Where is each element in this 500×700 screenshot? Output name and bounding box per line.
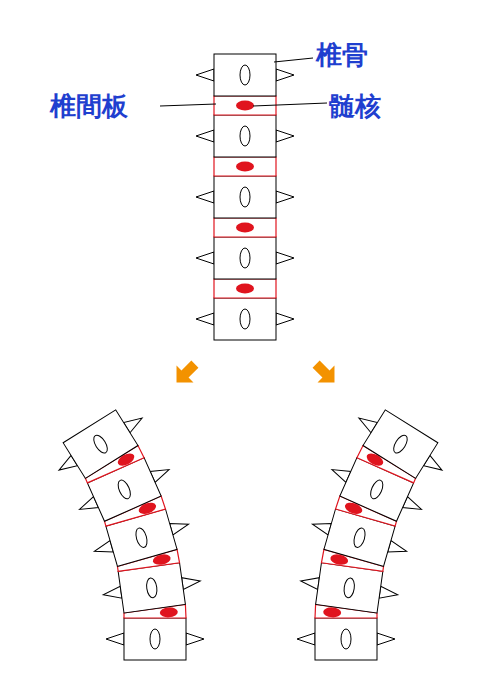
process-spike: [276, 130, 294, 142]
vertebral-foramen: [240, 309, 250, 329]
leader-line: [274, 58, 313, 62]
leader-line: [160, 104, 216, 106]
process-spike: [196, 191, 214, 203]
vertebral-foramen: [341, 629, 351, 649]
vertebral-foramen: [368, 478, 385, 500]
vertebral-foramen: [150, 629, 160, 649]
vertebra: [196, 176, 294, 218]
process-spike: [300, 575, 319, 589]
vertebra-body: [363, 410, 438, 478]
vertebral-foramen: [240, 248, 250, 268]
vertebra-body: [124, 618, 186, 660]
intervertebral-disc: [214, 157, 276, 176]
spine-column: [297, 400, 453, 660]
part-label: 椎間板: [50, 91, 128, 121]
nucleus-pulposus: [236, 162, 254, 172]
process-spike: [377, 633, 395, 645]
process-spike: [276, 191, 294, 203]
vertebra-body: [214, 176, 276, 218]
vertebra-body: [214, 298, 276, 340]
vertebral-foramen: [145, 577, 158, 598]
nucleus-pulposus: [323, 607, 342, 618]
intervertebral-disc: [214, 218, 276, 237]
vertebra: [100, 560, 203, 615]
process-spike: [106, 633, 124, 645]
vertebral-foramen: [240, 65, 250, 85]
spine-column: [48, 400, 204, 660]
nucleus-pulposus: [236, 223, 254, 233]
process-spike: [196, 313, 214, 325]
process-spike: [297, 633, 315, 645]
part-label: 髄核: [329, 91, 381, 121]
vertebra-body: [214, 237, 276, 279]
spine-columns: [48, 54, 453, 660]
vertebra: [348, 400, 453, 488]
nucleus-pulposus: [236, 101, 254, 111]
vertebral-foramen: [134, 527, 149, 549]
vertebra-body: [214, 115, 276, 157]
process-spike: [182, 575, 201, 589]
vertebra: [106, 618, 204, 660]
nucleus-pulposus: [159, 607, 178, 618]
process-spike: [276, 69, 294, 81]
vertebral-foramen: [91, 433, 110, 455]
vertebra: [196, 54, 294, 96]
process-spike: [276, 252, 294, 264]
nucleus-pulposus: [236, 284, 254, 294]
leader-line: [253, 103, 327, 106]
leader-lines: [160, 58, 327, 106]
vertebral-foramen: [352, 527, 367, 549]
process-spike: [196, 69, 214, 81]
process-spike: [186, 633, 204, 645]
vertebra: [298, 560, 401, 615]
process-spike: [196, 130, 214, 142]
bend-arrow: [308, 356, 343, 391]
spine-column: [196, 54, 294, 340]
vertebra-body: [63, 410, 138, 478]
process-spike: [196, 252, 214, 264]
vertebral-foramen: [116, 478, 133, 500]
vertebra: [196, 298, 294, 340]
process-spike: [276, 313, 294, 325]
vertebral-foramen: [391, 433, 410, 455]
vertebral-foramen: [240, 126, 250, 146]
vertebra: [196, 115, 294, 157]
part-label: 椎骨: [316, 40, 368, 70]
process-spike: [102, 586, 121, 600]
vertebral-foramen: [240, 187, 250, 207]
process-spike: [379, 586, 398, 600]
vertebra: [196, 237, 294, 279]
bend-arrow: [168, 356, 203, 391]
orange-arrows: [168, 356, 343, 391]
intervertebral-disc: [214, 279, 276, 298]
vertebra: [297, 618, 395, 660]
vertebra-body: [214, 54, 276, 96]
vertebra: [48, 400, 153, 488]
vertebral-foramen: [343, 577, 356, 598]
vertebra-body: [315, 618, 377, 660]
